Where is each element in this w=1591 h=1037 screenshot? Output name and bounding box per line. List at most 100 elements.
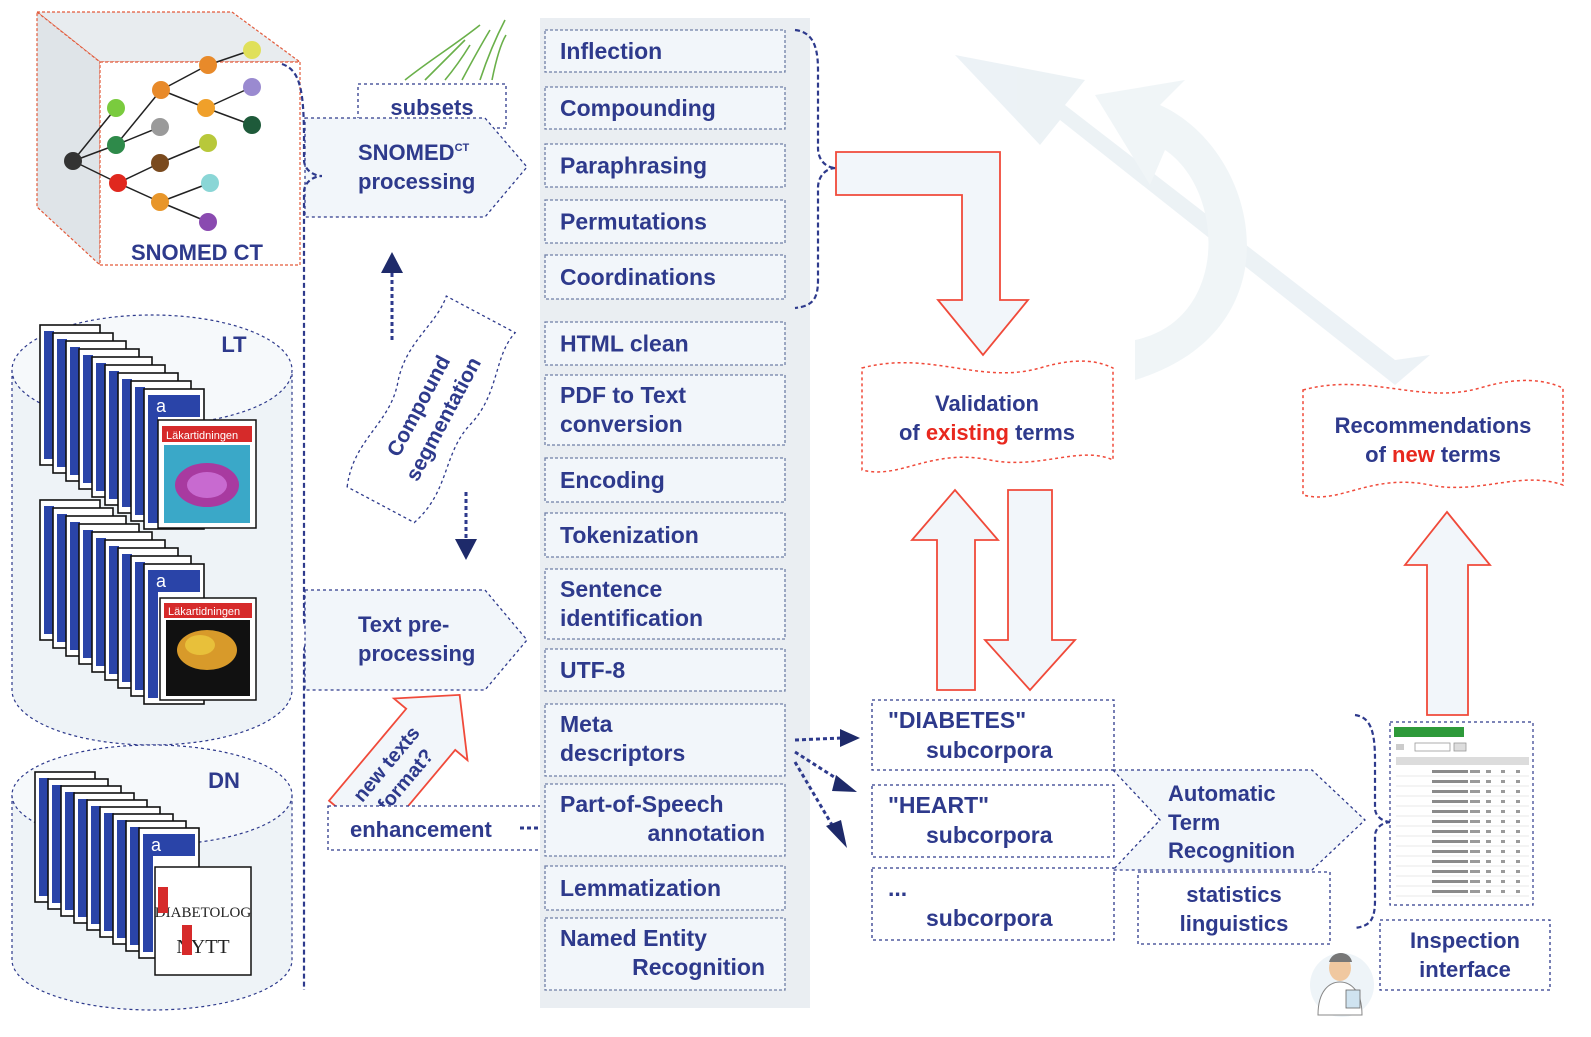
atr-arrow [1111, 769, 1366, 871]
text-preprocessing-arrow [304, 589, 528, 691]
validation-line1: Validation [935, 391, 1039, 416]
pipeline-step-box [544, 254, 786, 300]
subcorpus-box [871, 784, 1115, 858]
pipeline-step: Compounding [544, 86, 786, 130]
subcorpus-name: ... [888, 875, 907, 901]
subsets-tree-icon [404, 19, 507, 81]
subcorpora-list: "DIABETES" subcorpora "HEART" subcorpora...… [871, 699, 1115, 941]
pipeline-step: HTML clean [544, 321, 786, 366]
pipeline-step-label: Compounding [560, 95, 716, 121]
pipeline-step-box [544, 568, 786, 640]
validation-down-arrow [982, 489, 1078, 692]
pipeline-step-box [544, 648, 786, 692]
new-texts-format-arrow: new texts format? [327, 693, 469, 844]
pipeline-step-box [544, 512, 786, 558]
pipeline-step-box [544, 783, 786, 857]
pipeline-step-label: Sentence [560, 576, 662, 602]
snomed-ct-cube: SNOMED CT [35, 10, 302, 267]
inspection-box [1379, 919, 1551, 991]
atr-line1: Automatic [1168, 781, 1276, 806]
inspection-line1: Inspection [1410, 928, 1520, 953]
pipeline-step-label: Encoding [560, 467, 665, 493]
pipeline-step-label: HTML clean [560, 331, 689, 357]
pipeline-step-box [544, 917, 786, 991]
inspection-screenshot [1389, 721, 1534, 906]
subsets-label: subsets [390, 95, 473, 120]
pipeline-step-label: PDF to Text [560, 382, 686, 408]
pipeline-step-label: Permutations [560, 209, 707, 235]
enhancement-label: enhancement [350, 817, 492, 842]
snomed-ct-label: SNOMED CT [131, 240, 264, 265]
subcorpus: "DIABETES" subcorpora [871, 699, 1115, 771]
subcorpus-box [871, 699, 1115, 771]
pipeline-step-label: Meta [560, 711, 613, 737]
pipeline-step-label: Paraphrasing [560, 153, 707, 179]
pipeline-step: Part-of-Speech annotation [544, 783, 786, 857]
snomed-processing-line2: processing [358, 169, 475, 194]
pipeline-step: UTF-8 [544, 648, 786, 692]
atr-line2: Term [1168, 810, 1220, 835]
pipeline-step-box [544, 703, 786, 777]
recommendations-up-arrow [1403, 510, 1492, 716]
pipeline-step-label-line2: annotation [647, 820, 765, 846]
pipeline-step: Encoding [544, 457, 786, 503]
feedback-arrows [955, 55, 1430, 385]
pipeline-step-box [544, 29, 786, 73]
subcorpus-label: subcorpora [926, 905, 1053, 931]
pipeline-step: Inflection [544, 29, 786, 73]
validation-banner [861, 360, 1114, 473]
doctor-icon [1310, 953, 1374, 1017]
pipeline-step-label: Named Entity [560, 925, 707, 951]
dotted-down-arrowhead [455, 539, 477, 560]
snomed-processing-arrow [304, 117, 528, 218]
document-letter: a [156, 396, 167, 416]
pipeline-step-label: Lemmatization [560, 875, 721, 901]
dn-label: DN [208, 768, 240, 793]
pipeline-step-box [544, 143, 786, 188]
pipeline-step-label-line2: conversion [560, 411, 683, 437]
dn-magazine-cover: DIABETOLOG NYTT [154, 866, 252, 976]
magazine-title-2: Läkartidningen [168, 606, 240, 618]
recommendations-line1: Recommendations [1335, 413, 1532, 438]
pipeline-step: Lemmatization [544, 865, 786, 911]
pipeline-to-validation-arrow [835, 151, 1030, 357]
pipeline-steps: InflectionCompoundingParaphrasingPermuta… [544, 29, 786, 991]
pipeline-step-box [544, 321, 786, 366]
pipeline-brace [794, 28, 837, 310]
subcorpus-box [871, 867, 1115, 941]
pipeline-step-label: Inflection [560, 38, 662, 64]
subcorpora-dotted-arrows [793, 729, 860, 848]
text-preprocessing-line2: processing [358, 641, 475, 666]
subcorpus-name: "DIABETES" [888, 707, 1026, 733]
inspection-rows [1396, 770, 1529, 897]
magazine-title-1: Läkartidningen [166, 430, 238, 442]
pipeline-step-label: UTF-8 [560, 657, 625, 683]
pipeline-step-box [544, 86, 786, 130]
pipeline-step-box [544, 457, 786, 503]
document-letter: a [151, 835, 162, 855]
recommendations-line2: of new terms [1365, 442, 1501, 467]
subcorpus-name: "HEART" [888, 792, 989, 818]
magazine-cover-1: Läkartidningen [157, 419, 257, 529]
methods-line2: linguistics [1180, 911, 1289, 936]
methods-box [1137, 871, 1331, 945]
inspection-line2: interface [1419, 957, 1511, 982]
subcorpus: ... subcorpora [871, 867, 1115, 941]
pipeline-step: Tokenization [544, 512, 786, 558]
subcorpus-label: subcorpora [926, 737, 1053, 763]
enhancement-box [327, 805, 544, 851]
validation-line2: of existing terms [899, 420, 1075, 445]
subcorpus: "HEART" subcorpora [871, 784, 1115, 858]
pipeline-step-box [544, 374, 786, 446]
validation-up-arrow [910, 488, 1000, 691]
magazine-cover-2: Läkartidningen [159, 597, 257, 701]
subcorpus-label: subcorpora [926, 822, 1053, 848]
dn-logo-line1: DIABETOLOG [155, 905, 252, 921]
pipeline-step-label: Part-of-Speech [560, 791, 724, 817]
pipeline-step-box [544, 865, 786, 911]
text-preprocessing-line1: Text pre- [358, 612, 449, 637]
lt-label: LT [221, 332, 247, 357]
pipeline-step-label: Coordinations [560, 264, 716, 290]
